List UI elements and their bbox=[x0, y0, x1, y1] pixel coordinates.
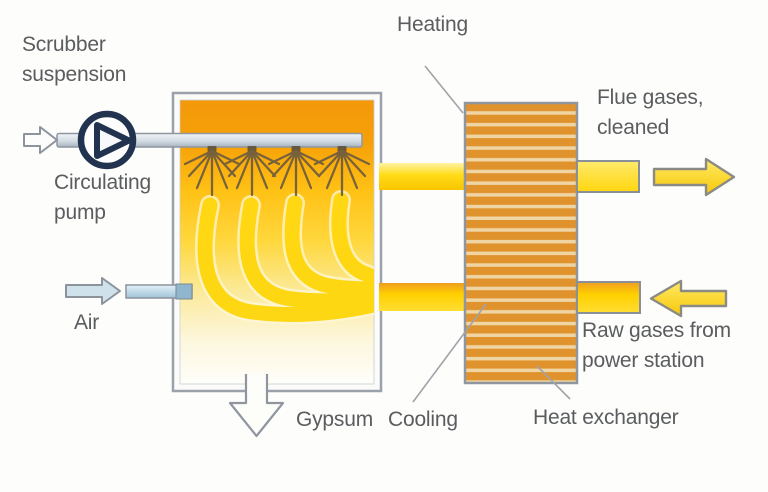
gypsum-label: Gypsum bbox=[296, 408, 373, 431]
pointer-lines bbox=[412, 65, 571, 403]
clean-gas-pipe bbox=[379, 163, 466, 190]
heat-exchanger-label: Heat exchanger bbox=[533, 406, 679, 429]
raw-gases-label: Raw gases from power station bbox=[582, 319, 731, 372]
tank-outline bbox=[171, 91, 383, 393]
cooling-label: Cooling bbox=[388, 408, 458, 431]
cooling-pointer-line bbox=[412, 303, 487, 403]
circulating-pump-label: Circulating pump bbox=[54, 171, 152, 224]
raw-gas-pipe bbox=[379, 283, 466, 311]
suspension-flow-arrow-icon bbox=[23, 126, 58, 154]
heat-exchanger-block bbox=[463, 101, 579, 385]
raw-gas-arrow-icon bbox=[649, 279, 728, 318]
heating-label: Heating bbox=[397, 13, 468, 36]
gypsum-arrow-icon bbox=[228, 374, 285, 438]
clean-gas-outlet-stub bbox=[576, 160, 640, 193]
spray-nozzle-icon bbox=[313, 146, 371, 197]
air-flow-arrow-icon bbox=[65, 277, 121, 305]
raw-gas-inlet-stub bbox=[576, 281, 641, 314]
air-pipe-wall-section bbox=[175, 283, 193, 300]
scrubber-suspension-label: Scrubber suspension bbox=[22, 33, 127, 86]
gas-flow-swooshes bbox=[195, 190, 374, 325]
spray-nozzle-icon bbox=[267, 146, 325, 197]
heating-pointer-line bbox=[424, 65, 464, 114]
spray-nozzles bbox=[183, 146, 371, 197]
air-label: Air bbox=[74, 311, 100, 334]
spray-nozzle-icon bbox=[183, 146, 241, 197]
spray-nozzle-icon bbox=[223, 146, 281, 197]
clean-gas-arrow-icon bbox=[652, 157, 736, 197]
pump-icon bbox=[77, 110, 137, 170]
heat-exchanger-pointer-line bbox=[536, 365, 571, 400]
flue-gases-cleaned-label: Flue gases, cleaned bbox=[597, 86, 704, 139]
